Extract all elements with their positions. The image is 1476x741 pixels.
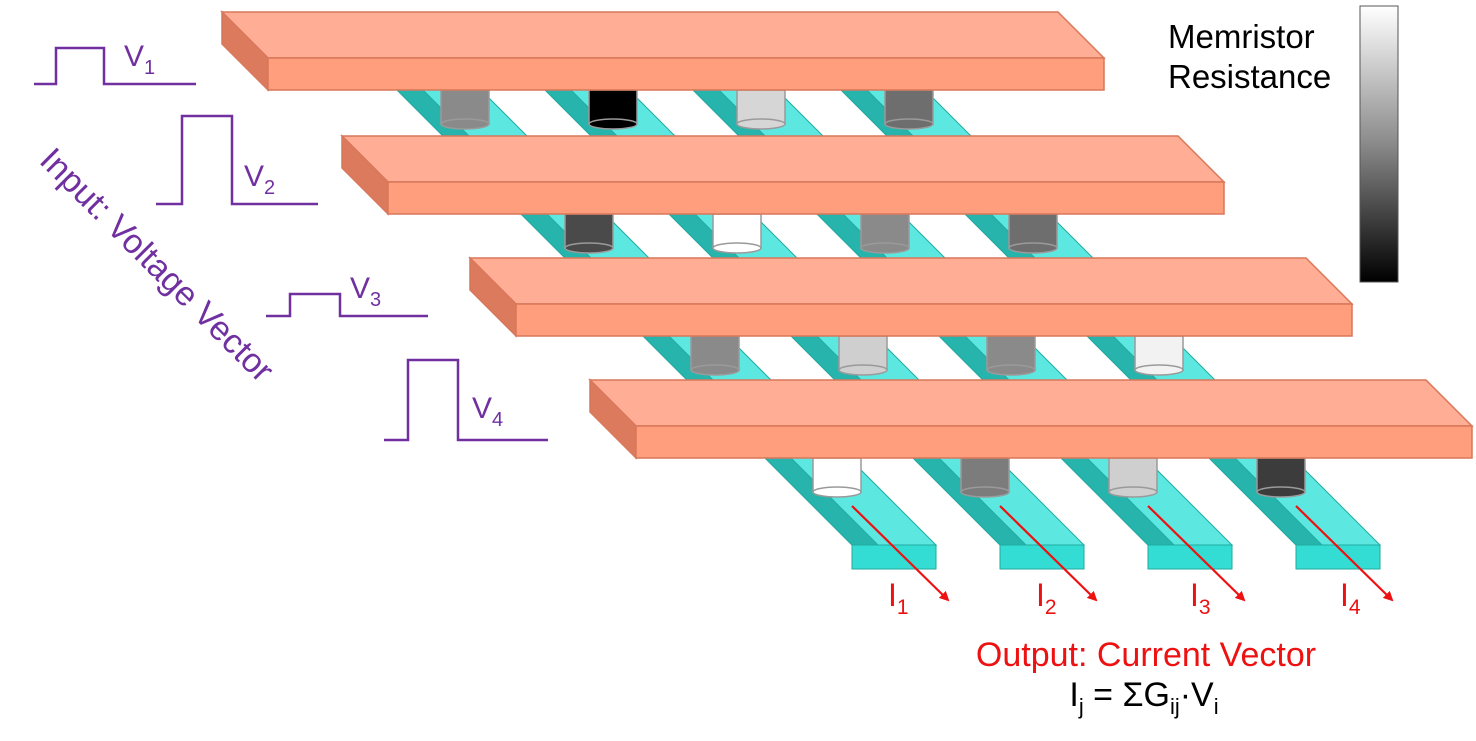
- memristor-base: [712, 242, 762, 254]
- voltage-label-3: V3: [350, 272, 381, 311]
- current-label-2: I2: [1036, 577, 1057, 619]
- wordline-top: [220, 11, 1106, 59]
- output-arrows: [851, 505, 1394, 602]
- formula: Ij = ΣGij·Vi: [1069, 676, 1218, 719]
- wordline-front: [267, 57, 1105, 91]
- current-arrow: [1295, 505, 1394, 602]
- wordline-front: [387, 181, 1225, 215]
- voltage-label-4: V4: [472, 392, 503, 431]
- crossbar-rows: [220, 10, 1474, 498]
- memristor-base: [736, 118, 786, 130]
- current-label-3: I3: [1190, 577, 1211, 619]
- input-pulses: [34, 46, 548, 442]
- memristor-base: [986, 364, 1036, 376]
- memristor-base: [838, 364, 888, 376]
- voltage-pulse: [266, 292, 428, 318]
- memristor-base: [564, 242, 614, 254]
- crossbar-row: [588, 378, 1474, 498]
- memristor-base: [884, 118, 934, 130]
- memristor-base: [1256, 486, 1306, 498]
- memristor-base: [960, 486, 1010, 498]
- voltage-label-1: V1: [124, 40, 155, 79]
- bitline-end: [1147, 544, 1233, 570]
- voltage-label-2: V2: [244, 160, 275, 199]
- voltage-pulse: [384, 358, 548, 442]
- memristor-base: [860, 242, 910, 254]
- current-label-4: I4: [1340, 577, 1361, 619]
- memristor-base: [1008, 242, 1058, 254]
- wordline-front: [635, 425, 1473, 459]
- voltage-pulse: [156, 114, 318, 206]
- bitline-end: [1295, 544, 1381, 570]
- output-caption: Output: Current Vector: [976, 636, 1316, 674]
- current-arrow: [1147, 505, 1246, 602]
- current-arrow: [999, 505, 1098, 602]
- resistance-colorbar: [1359, 5, 1399, 283]
- legend-title-line2: Resistance: [1168, 58, 1331, 95]
- voltage-pulse: [34, 46, 196, 86]
- memristor-base: [690, 364, 740, 376]
- memristor-base: [1134, 364, 1184, 376]
- crossbar-row: [220, 10, 1106, 130]
- legend-title-line1: Memristor: [1168, 18, 1315, 55]
- memristor-base: [440, 118, 490, 130]
- bitline-end: [999, 544, 1085, 570]
- wordline-top: [588, 379, 1474, 427]
- wordline-top: [340, 135, 1226, 183]
- current-arrow: [851, 505, 950, 602]
- wordline-top: [468, 257, 1354, 305]
- crossbar-row: [340, 134, 1226, 254]
- crossbar-row: [468, 256, 1354, 376]
- memristor-base: [812, 486, 862, 498]
- memristor-base: [588, 118, 638, 130]
- bitline-end: [851, 544, 937, 570]
- memristor-base: [1108, 486, 1158, 498]
- current-label-1: I1: [888, 577, 909, 619]
- wordline-front: [515, 303, 1353, 337]
